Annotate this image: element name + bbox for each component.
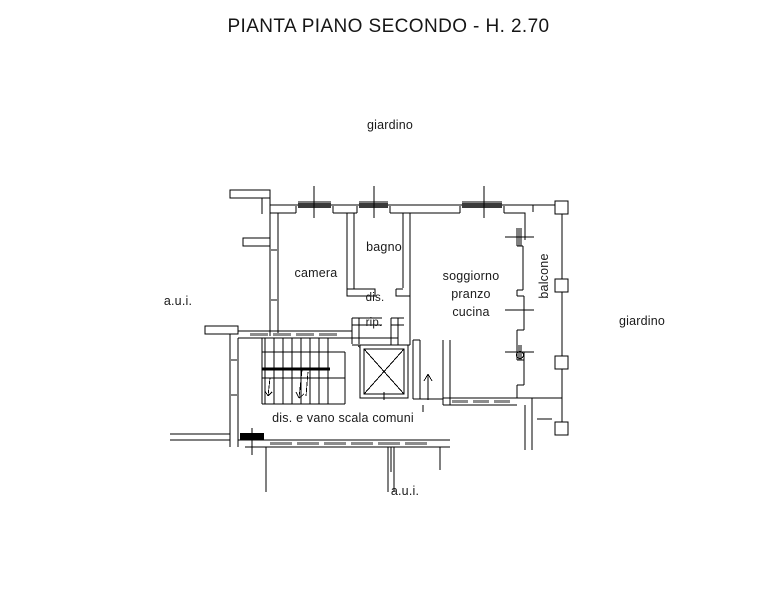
room-label-pranzo: pranzo	[451, 287, 491, 301]
wall-rip-bottom	[352, 337, 410, 346]
room-label-dis-e-vano-scala-comuni: dis. e vano scala comuni	[272, 411, 414, 425]
balcony-railing	[532, 200, 569, 436]
room-label-cucina: cucina	[452, 305, 490, 319]
wall-soggiorno-bottom	[442, 340, 517, 406]
room-label-balcone: balcone	[537, 253, 551, 299]
label-aui-bottom: a.u.i.	[390, 484, 420, 498]
wall-stair-block-bottom	[238, 428, 450, 455]
wall-soggiorno-right-balcony	[516, 222, 532, 399]
wall-bagno-right	[395, 213, 411, 297]
label-aui-left: a.u.i.	[163, 294, 193, 308]
wall-stair-block	[170, 325, 352, 447]
wall-camera-bagno	[346, 213, 376, 297]
window-top-1	[298, 186, 331, 218]
page-title: PIANTA PIANO SECONDO - H. 2.70	[227, 16, 550, 37]
wall-stub-bottom	[265, 447, 441, 492]
room-label-camera: camera	[294, 266, 338, 280]
balcony-door-marks	[505, 228, 534, 360]
room-label-rip: rip.	[365, 317, 383, 329]
room-label-soggiorno: soggiorno	[442, 269, 500, 283]
elevator-shaft	[359, 344, 409, 400]
staircase	[261, 338, 346, 405]
exit-direction-arrow	[422, 373, 433, 412]
window-top-2	[359, 186, 388, 218]
wall-stub-left-upper	[242, 237, 271, 247]
stair-direction-arrows	[264, 369, 309, 399]
label-giardino-top: giardino	[366, 118, 414, 132]
room-label-dis: dis.	[365, 292, 385, 304]
wall-stub-right-lower	[524, 398, 552, 450]
label-giardino-right: giardino	[618, 314, 666, 328]
room-label-bagno: bagno	[366, 240, 402, 254]
exterior-wall-left	[269, 213, 279, 336]
window-top-3	[462, 186, 502, 218]
wall-top-right-return	[518, 204, 548, 222]
